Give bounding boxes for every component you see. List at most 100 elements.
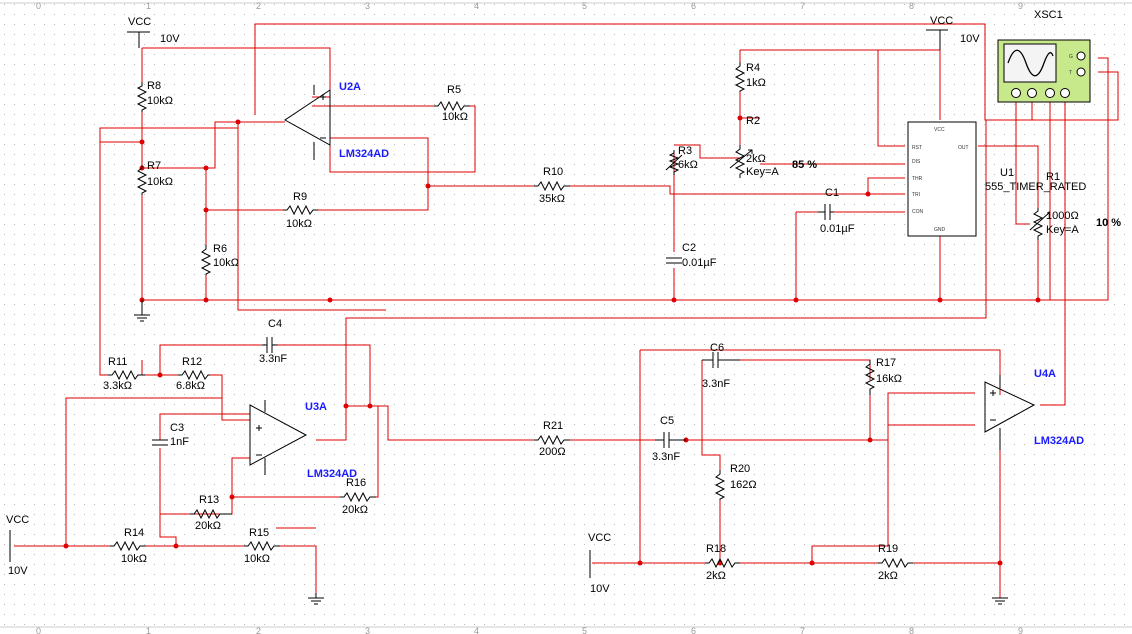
pot-ref: R2 — [746, 115, 760, 127]
resistor-r11[interactable]: R11 3.3kΩ — [103, 356, 145, 392]
capacitor-ref: C4 — [268, 318, 282, 330]
resistor-r18[interactable]: R18 2kΩ — [705, 543, 740, 582]
pot-key: Key=A — [746, 166, 779, 178]
scope-t-terminal[interactable] — [1076, 67, 1086, 77]
resistor-value: 1kΩ — [746, 77, 766, 89]
resistor-ref: R8 — [147, 80, 161, 92]
scope-channel-b-minus[interactable] — [1060, 88, 1070, 98]
pot-value: 2kΩ — [746, 153, 766, 165]
scope-ref: XSC1 — [1034, 9, 1063, 21]
capacitor-ref: C5 — [660, 415, 674, 427]
capacitor-value: 0.01µF — [682, 257, 717, 269]
capacitor-value: 0.01µF — [820, 223, 855, 235]
scope-channel-b-plus[interactable] — [1045, 88, 1055, 98]
opamp-u4a[interactable]: U4A LM324AD — [984, 368, 1084, 450]
capacitor-value: 1nF — [170, 436, 189, 448]
resistor-r6[interactable]: R6 10kΩ — [200, 243, 239, 275]
bottom-ruler: 0 1 2 3 4 5 6 7 8 9 — [0, 626, 1132, 634]
vcc-value: 10V — [8, 565, 28, 577]
timer-555-u1[interactable]: VCC RST OUT DIS THR TRI CON GND U1 555_T… — [907, 121, 1086, 237]
pin-tri-label: TRI — [912, 192, 920, 198]
oscilloscope-xsc1[interactable]: XSC1 G T — [997, 9, 1091, 103]
resistor-r13[interactable]: R13 20kΩ — [190, 494, 232, 532]
capacitor-c3[interactable]: C3 1nF — [152, 422, 189, 448]
resistor-r9[interactable]: R9 10kΩ — [283, 191, 318, 230]
pin-vcc-label: VCC — [934, 127, 945, 133]
vcc-value: 10V — [160, 33, 180, 45]
ruler-top-9: 9 — [1018, 1, 1023, 11]
sine-wave-icon — [1007, 49, 1054, 77]
vcc-supply-3: VCC 10V — [6, 514, 29, 577]
resistor-r4[interactable]: R4 1kΩ — [734, 62, 766, 92]
vcc-supply-1: VCC 10V — [127, 16, 180, 48]
opamp-u3a[interactable]: U3A LM324AD — [249, 400, 357, 480]
resistor-ref: R20 — [730, 463, 750, 475]
resistor-r19[interactable]: R19 2kΩ — [878, 543, 913, 582]
ruler-bottom-4: 4 — [474, 626, 479, 634]
resistor-ref: R16 — [346, 477, 366, 489]
potentiometer-r3[interactable]: R3 6kΩ — [665, 145, 698, 175]
resistor-ref: R19 — [878, 543, 898, 555]
resistor-r8[interactable]: R8 10kΩ — [136, 80, 173, 112]
pin-gnd-label: GND — [934, 227, 946, 233]
resistor-ref: R14 — [124, 527, 144, 539]
resistor-r12[interactable]: R12 6.8kΩ — [176, 356, 210, 392]
resistor-ref: R9 — [293, 191, 307, 203]
capacitor-c6[interactable]: C6 3.3nF — [702, 342, 740, 390]
pot-ref: R1 — [1046, 171, 1060, 183]
opamp-u2a[interactable]: U2A LM324AD — [284, 81, 389, 160]
ruler-bottom-3: 3 — [365, 626, 370, 634]
resistor-ref: R4 — [746, 62, 760, 74]
resistor-r21[interactable]: R21 200Ω — [534, 420, 570, 458]
ruler-top-6: 6 — [691, 1, 696, 11]
ruler-top-8: 8 — [909, 1, 914, 11]
scope-channel-a-minus[interactable] — [1027, 88, 1037, 98]
resistor-r15[interactable]: R15 10kΩ — [244, 527, 280, 565]
junctions — [63, 115, 1041, 566]
resistor-value: 20kΩ — [195, 520, 221, 532]
capacitor-ref: C6 — [710, 342, 724, 354]
capacitor-c2[interactable]: C2 0.01µF — [666, 242, 717, 269]
resistor-r10[interactable]: R10 35kΩ — [534, 166, 570, 205]
ruler-bottom-5: 5 — [582, 626, 587, 634]
resistor-ref: R7 — [147, 160, 161, 172]
resistor-r17[interactable]: R17 16kΩ — [864, 357, 902, 395]
ruler-top-7: 7 — [800, 1, 805, 11]
capacitor-c4[interactable]: C4 3.3nF — [259, 318, 287, 365]
capacitor-ref: C1 — [825, 187, 839, 199]
capacitor-c1[interactable]: C1 0.01µF — [818, 187, 855, 235]
resistor-value: 2kΩ — [706, 570, 726, 582]
resistor-ref: R12 — [182, 356, 202, 368]
resistor-ref: R13 — [199, 494, 219, 506]
resistor-r14[interactable]: R14 10kΩ — [110, 527, 147, 565]
ruler-top-3: 3 — [365, 1, 370, 11]
pin-out-label: OUT — [958, 145, 969, 151]
opamp-ref: U4A — [1034, 368, 1056, 380]
pot-percent: 85 % — [792, 159, 817, 171]
timer-ref: U1 — [1000, 167, 1014, 179]
resistor-ref: R11 — [108, 356, 127, 368]
timer-part: 555_TIMER_RATED — [985, 181, 1086, 193]
ruler-bottom-7: 7 — [800, 626, 805, 634]
resistor-value: 2kΩ — [878, 570, 898, 582]
ruler-bottom-1: 1 — [146, 626, 151, 634]
potentiometer-r1[interactable]: R1 1000Ω Key=A 10 % — [1029, 171, 1121, 240]
opamp-ref: U3A — [305, 401, 327, 413]
resistor-r16[interactable]: R16 20kΩ — [340, 477, 376, 516]
capacitor-value: 3.3nF — [702, 378, 730, 390]
potentiometer-r2[interactable]: R2 2kΩ Key=A 85 % — [729, 115, 817, 178]
scope-g-terminal[interactable] — [1076, 51, 1086, 61]
opamp-part: LM324AD — [1034, 435, 1084, 447]
resistor-r20[interactable]: R20 162Ω — [714, 463, 757, 500]
resistor-ref: R6 — [213, 243, 227, 255]
ruler-top-0: 0 — [36, 1, 41, 11]
resistor-r7[interactable]: R7 10kΩ — [136, 160, 173, 195]
resistor-value: 10kΩ — [121, 553, 147, 565]
resistor-value: 10kΩ — [442, 111, 468, 123]
resistor-r5[interactable]: R5 10kΩ — [434, 84, 470, 123]
capacitor-c5[interactable]: C5 3.3nF — [652, 415, 686, 463]
resistor-value: 10kΩ — [244, 553, 270, 565]
scope-channel-a-plus[interactable] — [1011, 88, 1021, 98]
resistor-ref: R17 — [876, 357, 896, 369]
capacitor-value: 3.3nF — [652, 451, 680, 463]
